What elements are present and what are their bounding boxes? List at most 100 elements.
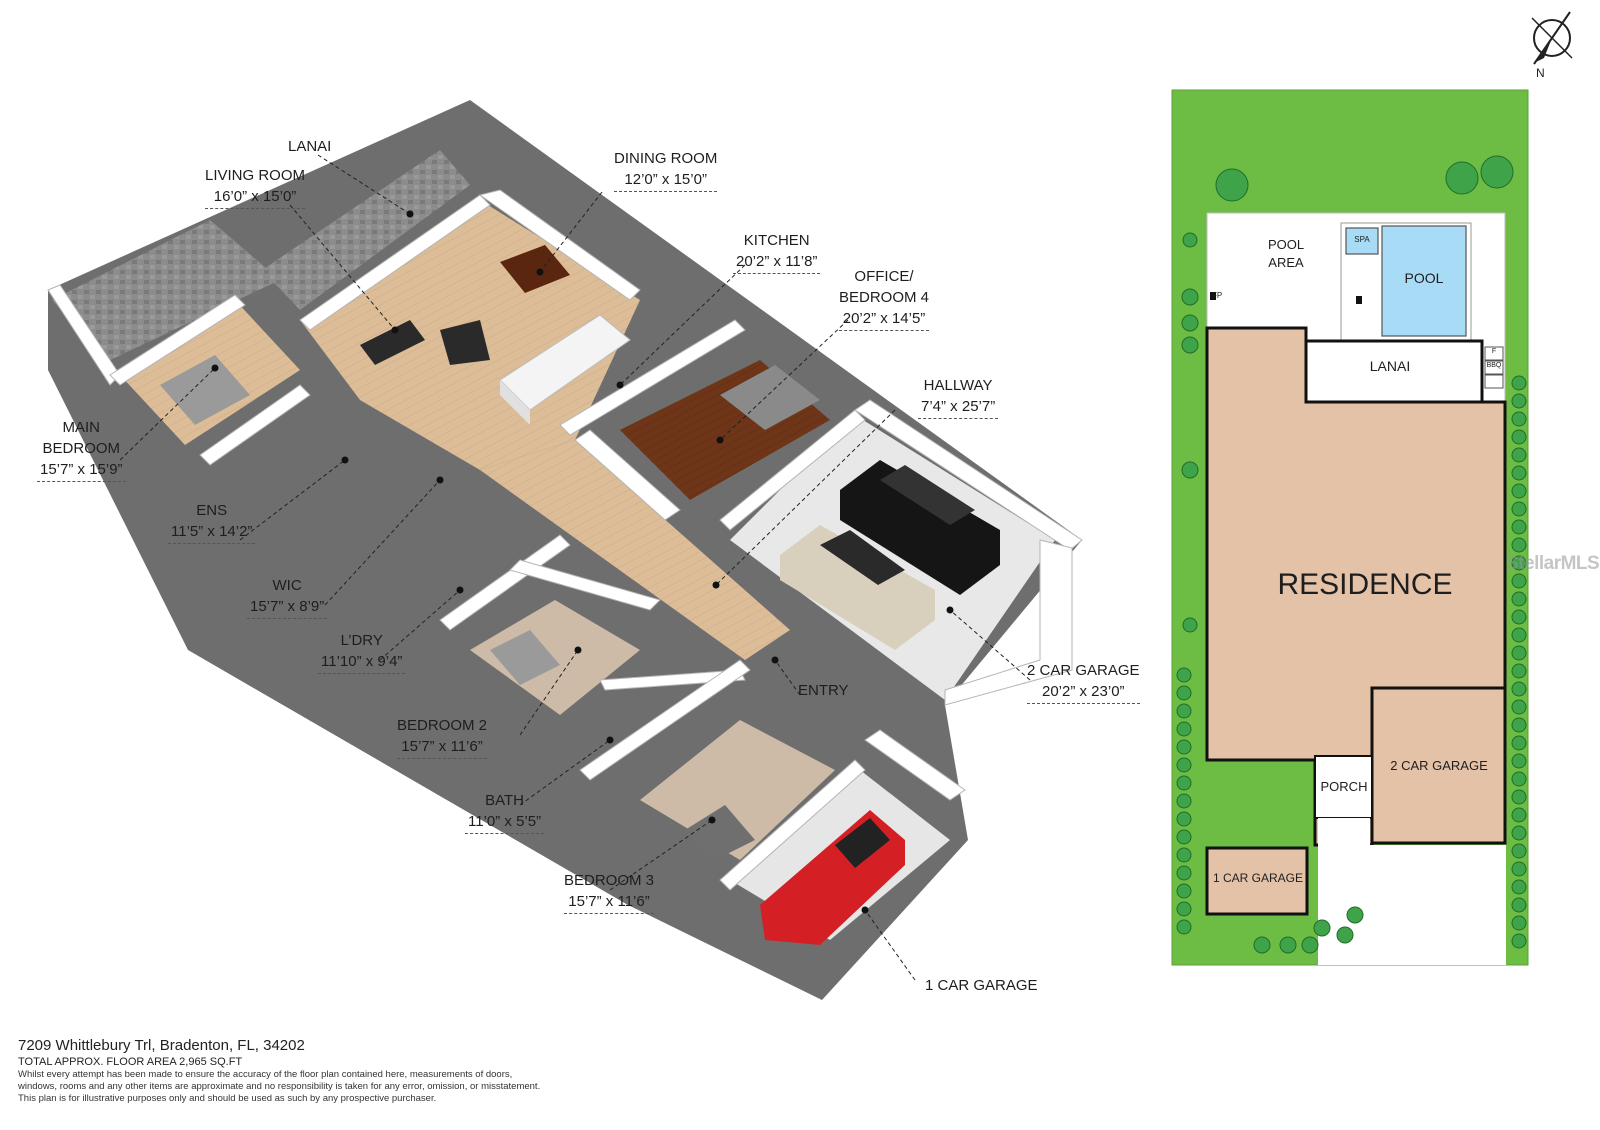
room-name: ENS <box>196 502 228 519</box>
black-suv <box>840 460 1000 595</box>
room-dimensions: 11’10” x 9’4” <box>318 651 406 674</box>
room-name: BEDROOM 2 <box>397 717 488 734</box>
sink-box <box>1484 374 1504 389</box>
bedroom3-floor <box>640 720 835 860</box>
fridge-box <box>1484 346 1504 361</box>
hallway-floor <box>480 440 790 660</box>
room-dimensions: 15’7” x 11’6” <box>564 891 655 914</box>
dining-table <box>500 245 570 293</box>
room-name-line2: BEDROOM <box>42 440 121 457</box>
disclaimer-line-2: windows, rooms and any other items are a… <box>18 1081 541 1092</box>
driveway <box>1318 845 1506 965</box>
label-kitchen: KITCHEN 20’2” x 11’8” <box>733 230 821 274</box>
site-pool-label: POOL <box>1404 270 1444 286</box>
compass-icon <box>1531 11 1573 65</box>
walls <box>47 189 1083 891</box>
pool-area-line1: POOL <box>1267 237 1305 252</box>
room-name: ENTRY <box>798 682 849 699</box>
site-residence-label: RESIDENCE <box>1277 568 1453 601</box>
room-name: L’DRY <box>340 632 383 649</box>
site-1-car-garage-label: 1 CAR GARAGE <box>1212 871 1304 885</box>
silver-car <box>780 525 935 650</box>
label-bath: BATH 11’0” x 5’5” <box>465 790 545 834</box>
room-dimensions: 11’0” x 5’5” <box>465 811 545 834</box>
room-dimensions: 15’7” x 15’9” <box>37 459 126 482</box>
lanai <box>1304 339 1484 404</box>
footer: 7209 Whittlebury Trl, Bradenton, FL, 342… <box>18 1036 678 1105</box>
room-dimensions: 20’2” x 11’8” <box>733 251 821 274</box>
label-wic: WIC 15’7” x 8’9” <box>247 575 328 619</box>
site-2-car-garage-label: 2 CAR GARAGE <box>1390 758 1488 773</box>
label-hallway: HALLWAY 7’4” x 25’7” <box>918 375 999 419</box>
trees <box>1176 155 1527 954</box>
bedroom2-floor <box>470 600 640 715</box>
patio-stone <box>52 220 280 360</box>
room-dimensions: 16’0” x 15’0” <box>205 186 306 209</box>
one-car-garage <box>1205 846 1309 916</box>
label-laundry: L’DRY 11’10” x 9’4” <box>318 630 406 674</box>
room-dimensions: 15’7” x 11’6” <box>397 736 488 759</box>
disclaimer-line-1: Whilst every attempt has been made to en… <box>18 1069 513 1080</box>
room-name: 2 CAR GARAGE <box>1027 662 1140 679</box>
label-living-room: LIVING ROOM 16’0” x 15’0” <box>205 165 306 209</box>
room-name: BEDROOM 3 <box>564 872 655 889</box>
kitchen-island-front <box>500 380 530 425</box>
room-dimensions: 7’4” x 25’7” <box>918 396 999 419</box>
label-1-car-garage: 1 CAR GARAGE <box>925 975 1038 996</box>
room-name: 1 CAR GARAGE <box>925 977 1038 994</box>
room-name: DINING ROOM <box>614 150 718 167</box>
spa <box>1345 227 1379 255</box>
room-dots <box>211 210 954 914</box>
compass-north-label: N <box>1536 66 1545 80</box>
property-address: 7209 Whittlebury Trl, Bradenton, FL, 342… <box>18 1037 305 1054</box>
label-bedroom-3: BEDROOM 3 15’7” x 11’6” <box>564 870 655 914</box>
label-office: OFFICE/ BEDROOM 4 20’2” x 14’5” <box>839 266 930 331</box>
label-lanai: LANAI <box>288 136 331 157</box>
room-name: LANAI <box>288 138 332 155</box>
label-main-bedroom: MAIN BEDROOM 15’7” x 15’9” <box>37 417 126 482</box>
label-bedroom-2: BEDROOM 2 15’7” x 11’6” <box>397 715 488 759</box>
site-plan <box>1171 89 1529 966</box>
room-name: BATH <box>485 792 524 809</box>
site-lanai-label: LANAI <box>1369 358 1411 374</box>
label-ensuite: ENS 11’5” x 14’2” <box>168 500 256 544</box>
bedroom3-bed <box>685 805 755 860</box>
total-floor-area: TOTAL APPROX. FLOOR AREA 2,965 SQ.FT <box>18 1056 243 1068</box>
site-porch-label: PORCH <box>1320 779 1368 794</box>
lanai-post <box>1356 296 1362 304</box>
path <box>1318 818 1370 848</box>
fireplace-mark <box>1210 292 1216 300</box>
label-dining-room: DINING ROOM 12’0” x 15’0” <box>614 148 718 192</box>
lanai-stone <box>262 150 470 310</box>
two-car-garage <box>1370 686 1507 845</box>
label-entry: ENTRY <box>798 680 849 701</box>
disclaimer-line-3: This plan is for illustrative purposes o… <box>18 1093 437 1104</box>
room-name-line2: BEDROOM 4 <box>839 289 930 306</box>
garage2-floor <box>730 415 1055 700</box>
bedroom2-bed <box>490 630 560 685</box>
pool-area-line2: AREA <box>1268 255 1304 270</box>
office-bed <box>720 365 820 430</box>
site-fireplace-label: FP <box>1212 291 1223 300</box>
red-sports-car <box>760 810 905 945</box>
room-dimensions: 11’5” x 14’2” <box>168 521 256 544</box>
room-name: LIVING ROOM <box>205 167 306 184</box>
bbq-box <box>1484 360 1504 375</box>
room-pointers <box>119 154 1031 981</box>
room-name: OFFICE/ <box>854 268 914 285</box>
pool <box>1381 225 1467 337</box>
site-spa-label: SPA <box>1354 235 1370 244</box>
room-dimensions: 12’0” x 15’0” <box>614 169 718 192</box>
site-fridge-label: F <box>1491 348 1497 355</box>
isometric-floor-plan <box>47 100 1083 1000</box>
site-bbq-label: BBQ <box>1486 362 1502 369</box>
room-name: KITCHEN <box>743 232 810 249</box>
sofa <box>360 320 425 365</box>
room-name: WIC <box>272 577 302 594</box>
room-name: MAIN <box>62 419 101 436</box>
room-dimensions: 15’7” x 8’9” <box>247 596 328 619</box>
room-dimensions: 20’2” x 14’5” <box>839 308 930 331</box>
sofa <box>440 320 490 365</box>
